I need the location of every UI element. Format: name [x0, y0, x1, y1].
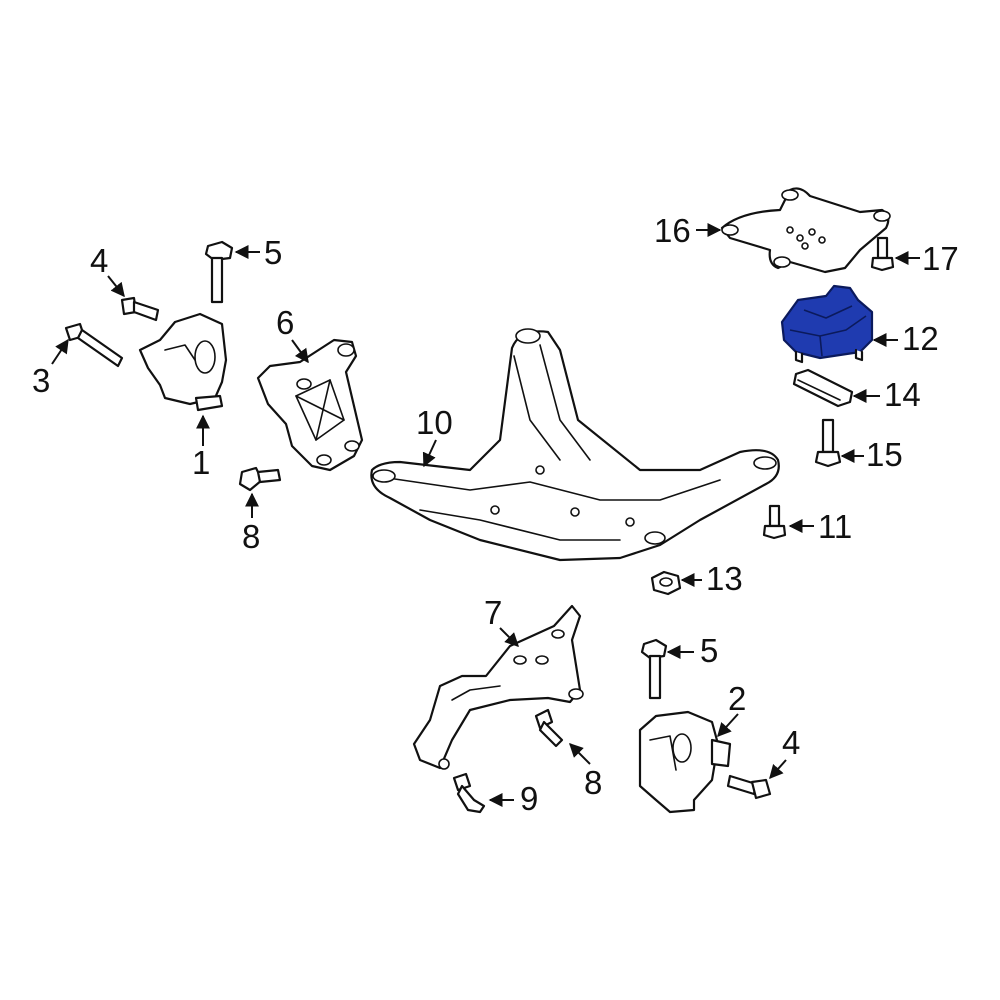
bolt-part-15[interactable] [814, 418, 842, 468]
callout-4-lower: 4 [782, 724, 800, 761]
subframe-part-10[interactable] [370, 328, 780, 562]
leader-10 [422, 439, 437, 468]
leader-3 [51, 338, 69, 365]
leader-lines [51, 223, 920, 807]
callout-13: 13 [706, 560, 743, 597]
bolt-part-9[interactable] [452, 772, 486, 814]
callout-17: 17 [922, 240, 959, 277]
transmission-mount-part-12[interactable] [780, 284, 874, 364]
bolt-part-3[interactable] [64, 322, 124, 368]
plate-part-14[interactable] [792, 368, 854, 408]
bolt-part-11[interactable] [762, 504, 787, 540]
callout-1: 1 [192, 444, 210, 481]
callout-8-lower: 8 [584, 764, 602, 801]
callout-5-lower: 5 [700, 632, 718, 669]
engine-mount-part-1[interactable] [138, 312, 228, 412]
callout-11: 11 [818, 508, 852, 545]
callout-16: 16 [654, 212, 691, 249]
bolt-part-4-upper[interactable] [120, 296, 160, 322]
leader-4a [107, 275, 125, 298]
callout-14: 14 [884, 376, 921, 413]
callout-3: 3 [32, 362, 50, 399]
callout-15: 15 [866, 436, 903, 473]
callout-8-upper: 8 [242, 518, 260, 555]
bolt-part-17[interactable] [870, 236, 895, 272]
bolt-part-5-lower[interactable] [640, 638, 668, 700]
callout-10: 10 [416, 404, 453, 441]
callout-9: 9 [520, 780, 538, 817]
leader-2 [717, 713, 739, 738]
callout-12: 12 [902, 320, 939, 357]
callout-5-upper: 5 [264, 234, 282, 271]
nut-part-13[interactable] [650, 570, 682, 596]
leader-8b [569, 743, 591, 765]
bracket-part-16[interactable] [720, 187, 891, 274]
leader-6 [291, 339, 309, 364]
callout-2: 2 [728, 680, 746, 717]
bracket-part-6[interactable] [256, 338, 364, 472]
leader-7 [499, 627, 519, 647]
leader-4b [769, 759, 787, 780]
bolt-part-8-upper[interactable] [238, 466, 282, 492]
bracket-part-7[interactable] [412, 604, 584, 770]
engine-mount-part-2[interactable] [638, 710, 732, 814]
callout-6: 6 [276, 304, 294, 341]
bolt-part-5-upper[interactable] [204, 240, 234, 304]
callout-4-upper: 4 [90, 242, 108, 279]
bolt-part-4-lower[interactable] [726, 774, 772, 800]
callout-7: 7 [484, 594, 502, 631]
callout-labels: 1 2 3 4 4 5 5 6 7 8 8 9 10 11 12 13 14 1… [32, 212, 959, 817]
bolt-part-8-lower[interactable] [534, 708, 564, 748]
